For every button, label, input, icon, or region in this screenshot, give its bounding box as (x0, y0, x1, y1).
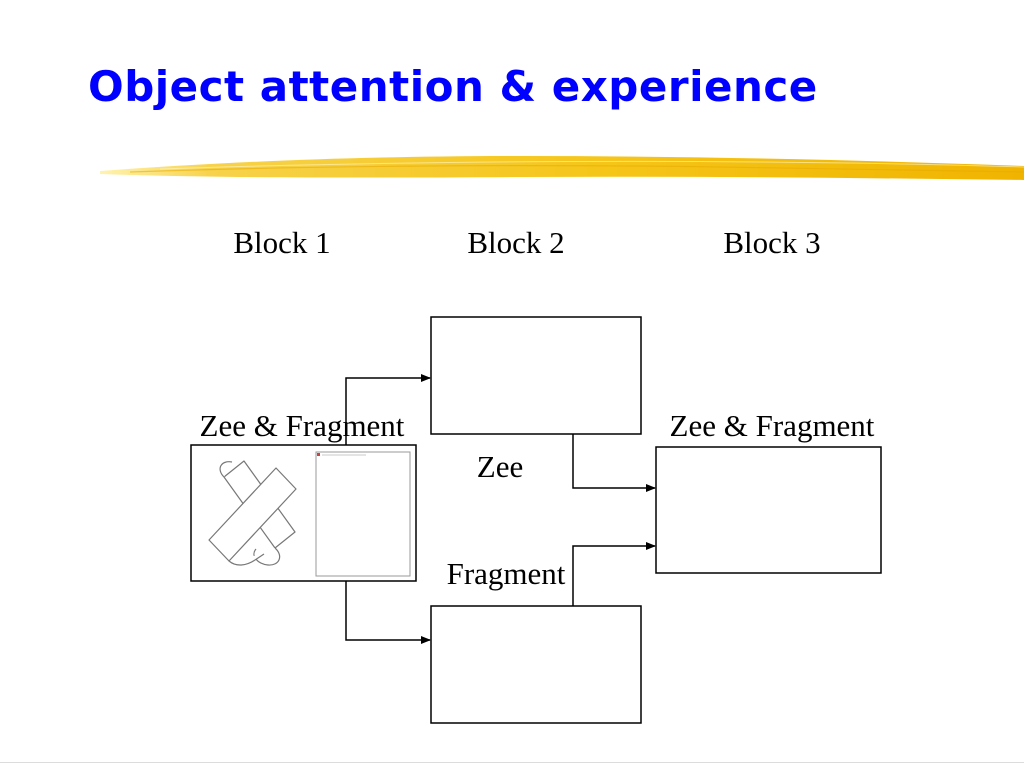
block3-header: Block 3 (723, 225, 820, 260)
zee-and-fragment-shape-icon (208, 460, 297, 566)
arrow-block2-bottom-to-block3 (572, 542, 656, 606)
block1-inner-frame (315, 451, 411, 577)
arrow-block1-to-block2-top (345, 374, 431, 445)
title-underline-brush (100, 156, 1024, 180)
block2-bottom-box (430, 605, 642, 724)
slide-bottom-rule (0, 762, 1024, 763)
block1-header: Block 1 (233, 225, 330, 260)
block1-box-label: Zee & Fragment (200, 408, 405, 443)
arrow-block2-top-to-block3 (572, 434, 656, 492)
block1-inner-frame-corner-mark (317, 453, 320, 456)
block3-box-label: Zee & Fragment (670, 408, 875, 443)
block2-top-box (430, 316, 642, 435)
block2-top-box-label: Zee (477, 449, 523, 484)
arrow-block1-to-block2-bottom (345, 581, 431, 644)
block2-bottom-box-label: Fragment (447, 556, 566, 591)
block3-box (655, 446, 882, 574)
block2-header: Block 2 (467, 225, 564, 260)
slide-title: Object attention & experience (88, 62, 818, 111)
